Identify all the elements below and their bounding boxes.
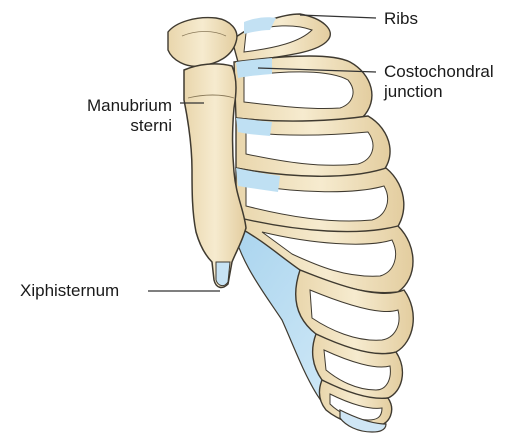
xiphoid-cartilage <box>216 262 230 286</box>
rib-3 <box>236 116 390 180</box>
rib-2 <box>234 56 372 124</box>
costochondral-junction-label: Costochondral junction <box>384 62 494 102</box>
manubrium-label-line-2: sterni <box>30 116 172 136</box>
ribs-label: Ribs <box>384 9 418 29</box>
clavicle <box>168 18 237 67</box>
manubrium-sterni-label: Manubrium sterni <box>30 96 172 136</box>
rib-1 <box>232 14 330 62</box>
xiphisternum-label: Xiphisternum <box>20 281 119 301</box>
manubrium-label-line-1: Manubrium <box>30 96 172 116</box>
costochondral-label-line-2: junction <box>384 82 494 102</box>
costochondral-label-line-1: Costochondral <box>384 62 494 82</box>
